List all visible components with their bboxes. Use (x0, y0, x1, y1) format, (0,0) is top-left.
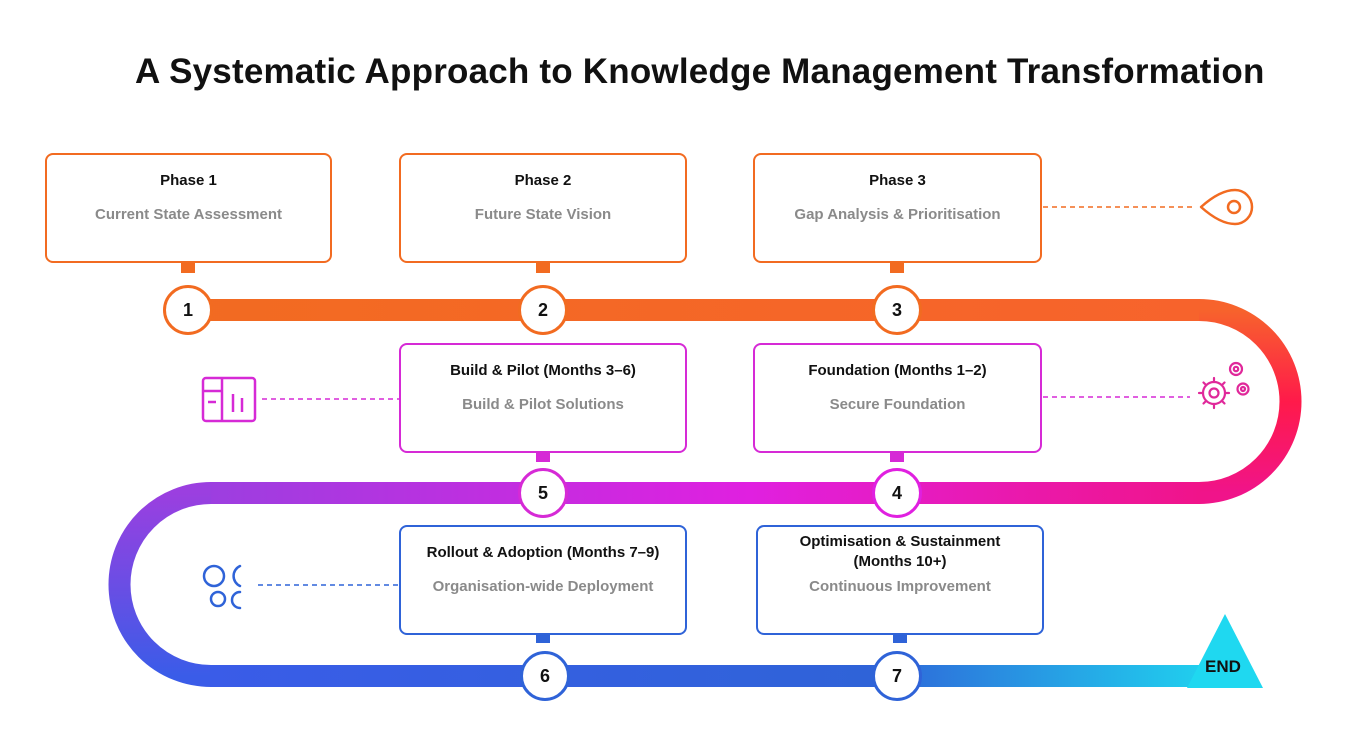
phase-1-heading: Phase 1 (160, 172, 217, 189)
foundation-card: Foundation (Months 1–2) Secure Foundatio… (753, 343, 1042, 453)
track-left-bend (108, 482, 212, 687)
phase-3-subtitle: Gap Analysis & Prioritisation (794, 206, 1001, 223)
optimisation-card: Optimisation & Sustainment (Months 10+) … (756, 525, 1044, 635)
phase-1-subtitle: Current State Assessment (94, 206, 282, 223)
foundation-subtitle: Secure Foundation (829, 396, 966, 413)
phase-1-card: Phase 1 Current State Assessment (45, 153, 332, 263)
phase-2-card: Phase 2 Future State Vision (399, 153, 687, 263)
step-node-1: 1 (163, 285, 213, 335)
foundation-heading: Foundation (Months 1–2) (808, 362, 987, 379)
build-pilot-subtitle: Build & Pilot Solutions (462, 396, 624, 413)
step-node-5: 5 (518, 468, 568, 518)
step-node-7: 7 (872, 651, 922, 701)
dashboard-icon (201, 376, 257, 423)
rollout-adoption-card: Rollout & Adoption (Months 7–9) Organisa… (399, 525, 687, 635)
build-pilot-card: Build & Pilot (Months 3–6) Build & Pilot… (399, 343, 687, 453)
optimisation-heading-line2: (Months 10+) (853, 553, 947, 570)
end-label: END (1205, 657, 1241, 676)
step-node-6: 6 (520, 651, 570, 701)
optimisation-subtitle: Continuous Improvement (809, 578, 991, 595)
phase-3-heading: Phase 3 (869, 172, 926, 189)
phase-3-card: Phase 3 Gap Analysis & Prioritisation (753, 153, 1042, 263)
rollout-adoption-heading: Rollout & Adoption (Months 7–9) (426, 544, 660, 561)
step-node-2: 2 (518, 285, 568, 335)
people-icon (202, 564, 242, 610)
page-title: A Systematic Approach to Knowledge Manag… (135, 52, 1265, 91)
build-pilot-heading: Build & Pilot (Months 3–6) (450, 362, 636, 379)
dashed-leaders (258, 206, 1196, 586)
phase-2-heading: Phase 2 (514, 172, 572, 189)
location-pin-icon (1199, 188, 1254, 226)
optimisation-heading-line1: Optimisation & Sustainment (799, 533, 1001, 550)
end-triangle (1187, 614, 1263, 688)
step-node-3: 3 (872, 285, 922, 335)
phase-2-subtitle: Future State Vision (474, 206, 612, 223)
gears-icon (1197, 361, 1250, 410)
rollout-adoption-subtitle: Organisation-wide Deployment (432, 578, 654, 595)
track (108, 299, 1302, 687)
track-right-bend (1198, 299, 1302, 504)
step-node-4: 4 (872, 468, 922, 518)
